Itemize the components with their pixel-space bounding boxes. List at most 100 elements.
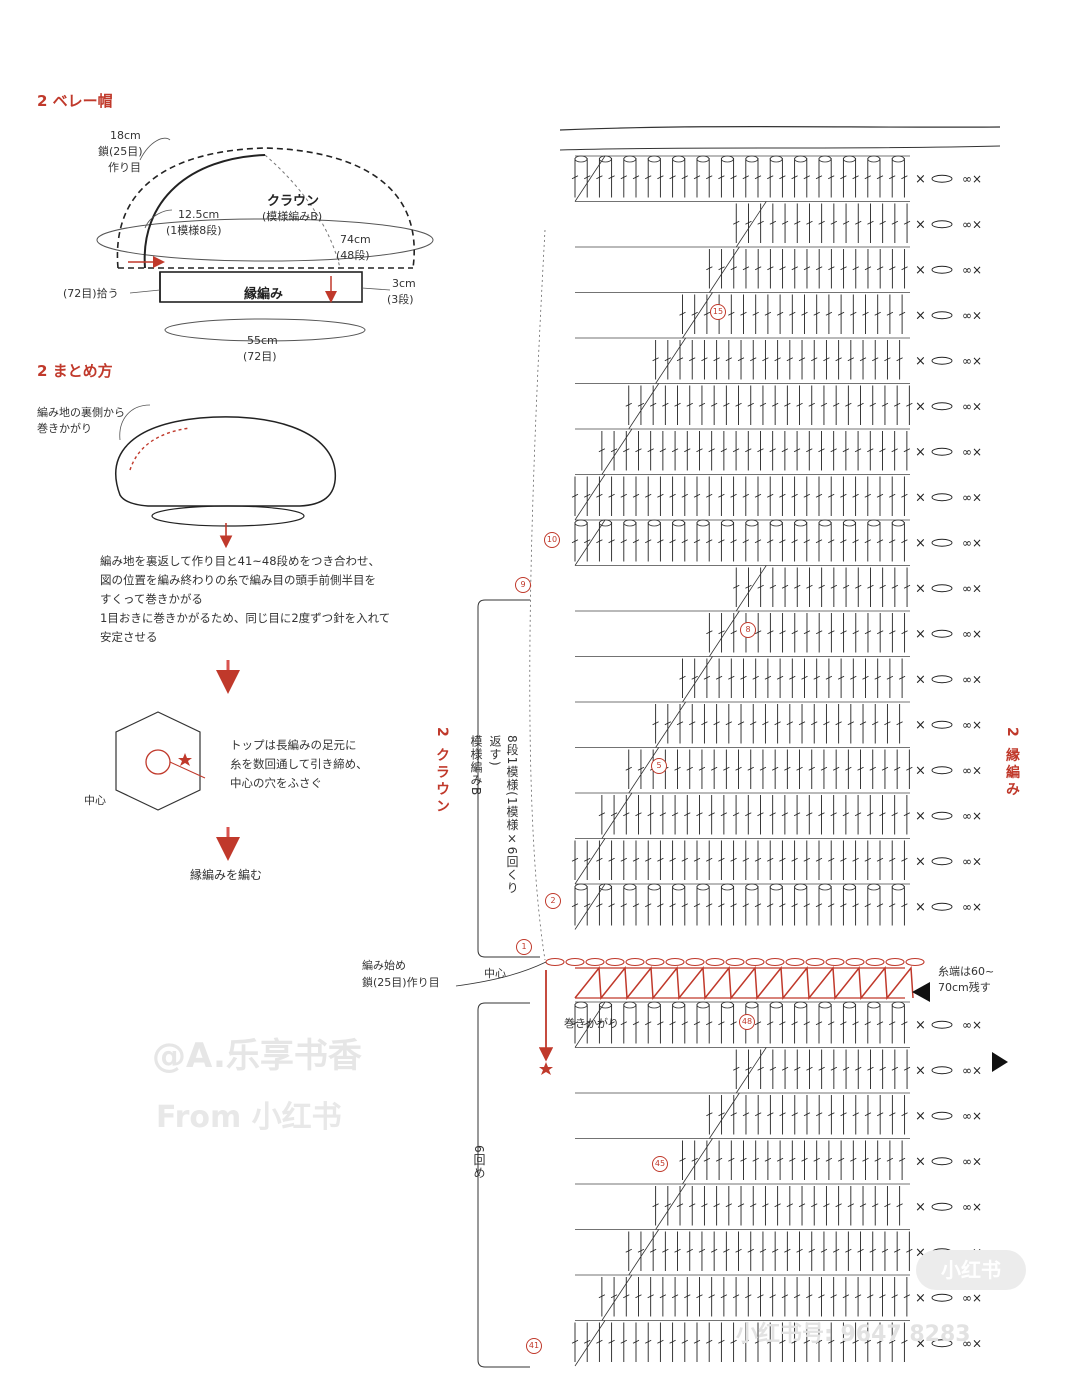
dc-stitch-bar <box>710 402 718 407</box>
chain-stitch <box>599 1001 612 1009</box>
dc-stitch-bar <box>852 539 859 544</box>
dc-stitch-bar <box>715 675 723 680</box>
dc-stitch-bar <box>691 675 698 680</box>
chain-stitch <box>623 1001 637 1009</box>
dc-stitch-bar <box>754 1112 762 1117</box>
dc-stitch-bar <box>723 402 730 407</box>
brim-stitch: ∞× <box>962 1109 982 1123</box>
brim-stitch: ∞× <box>962 854 982 868</box>
chain-stitch <box>794 883 807 891</box>
dc-stitch-bar <box>623 1294 630 1299</box>
chain-stitch <box>891 519 905 527</box>
brim-chain <box>931 1066 953 1075</box>
foundation-chain <box>665 957 685 967</box>
crown-title: クラウン <box>267 194 320 209</box>
dc-stitch-bar <box>684 1294 691 1299</box>
dc-stitch-bar <box>691 311 698 316</box>
chain-stitch <box>794 519 807 527</box>
dc-stitch-bar <box>649 402 657 407</box>
chain-stitch <box>599 519 612 527</box>
dc-stitch-bar <box>754 175 762 180</box>
dc-stitch-bar <box>889 857 896 862</box>
dc-stitch-bar <box>864 493 871 498</box>
dc-stitch-bar <box>632 175 640 180</box>
dc-stitch-bar <box>793 448 801 453</box>
dc-stitch-bar <box>762 721 769 726</box>
row-number-41: 41 <box>526 1338 542 1354</box>
sc-mark: × <box>915 718 926 733</box>
chain-stitch <box>769 883 783 891</box>
dc-stitch-bar <box>647 812 654 817</box>
chain-stitch <box>647 519 661 527</box>
dc-stitch-bar <box>620 903 627 908</box>
dc-stitch-bar <box>728 675 735 680</box>
dc-stitch-bar <box>867 584 874 589</box>
dc-stitch-bar <box>791 1339 798 1344</box>
top-note-line2: 糸を数回通して引き締め、 <box>230 757 368 771</box>
dc-stitch-bar <box>767 493 774 498</box>
chain-stitch <box>843 519 856 527</box>
brim-chain <box>931 584 953 593</box>
dc-stitch-bar <box>898 1157 906 1162</box>
dc-stitch-bar <box>732 448 740 453</box>
dc-stitch-bar <box>845 766 852 771</box>
chart-diagonal <box>655 1183 686 1230</box>
dc-stitch-bar <box>723 766 730 771</box>
dc-stitch-bar <box>818 1066 825 1071</box>
dc-stitch-bar <box>645 1339 652 1344</box>
sc-mark: × <box>915 172 926 187</box>
brim-chain <box>931 220 953 229</box>
dc-stitch-bar <box>645 903 652 908</box>
dc-stitch-bar <box>584 175 591 180</box>
dc-stitch-bar <box>571 175 579 180</box>
dc-stitch-bar <box>791 903 798 908</box>
dc-stitch-bar <box>767 630 774 635</box>
dc-stitch-bar <box>842 1066 850 1071</box>
chain-stitch <box>599 883 612 891</box>
dc-stitch-bar <box>791 1112 798 1117</box>
dc-stitch-bar <box>706 630 713 635</box>
dc-stitch-bar <box>886 1157 894 1162</box>
dc-stitch-bar <box>901 493 908 498</box>
dc-stitch-bar <box>876 857 884 862</box>
dc-stitch-bar <box>723 1248 730 1253</box>
final-step-label: 縁編みを編む <box>190 868 263 882</box>
chart-whip-label: 巻きかがり <box>564 1017 619 1030</box>
whip-label-2: 巻きかがり <box>37 422 92 435</box>
dc-stitch-bar <box>759 766 767 771</box>
dc-stitch-bar <box>610 812 618 817</box>
foundation-chain <box>705 957 725 967</box>
dc-stitch-bar <box>776 311 784 316</box>
dc-stitch-bar <box>830 1066 838 1071</box>
sc-mark: × <box>915 672 926 687</box>
brim-chain <box>931 675 953 684</box>
dc-stitch-bar <box>584 857 591 862</box>
dc-stitch-bar <box>862 1157 869 1162</box>
sc-mark: × <box>915 1018 926 1033</box>
dc-stitch-bar <box>669 903 676 908</box>
dc-stitch-bar <box>847 1203 855 1208</box>
chain-stitch <box>599 155 612 163</box>
dc-stitch-bar <box>781 1066 789 1071</box>
foundation-chain <box>685 957 705 967</box>
brim-label: 縁編み <box>244 287 284 302</box>
sc-mark: × <box>915 308 926 323</box>
dc-stitch-bar <box>728 1157 735 1162</box>
dc-stitch-bar <box>842 584 850 589</box>
dc-stitch-bar <box>903 220 911 225</box>
step1-line4: 1目おきに巻きかがるため、同じ目に2度ずつ針を入れて <box>100 611 391 625</box>
dc-stitch-bar <box>696 448 703 453</box>
dc-stitch-bar <box>884 357 891 362</box>
dc-stitch-bar <box>632 493 640 498</box>
dc-stitch-bar <box>647 1294 654 1299</box>
dc-stitch-bar <box>806 812 813 817</box>
row-number-45: 45 <box>652 1156 668 1172</box>
dc-stitch-bar <box>898 311 906 316</box>
chain-stitch <box>794 155 807 163</box>
dc-stitch-bar <box>815 903 823 908</box>
dc-stitch-bar <box>718 1021 725 1026</box>
dc-stitch-bar <box>774 721 781 726</box>
dc-stitch-bar <box>706 1021 713 1026</box>
sc-mark: × <box>915 1109 926 1124</box>
dc-stitch-bar <box>803 493 810 498</box>
